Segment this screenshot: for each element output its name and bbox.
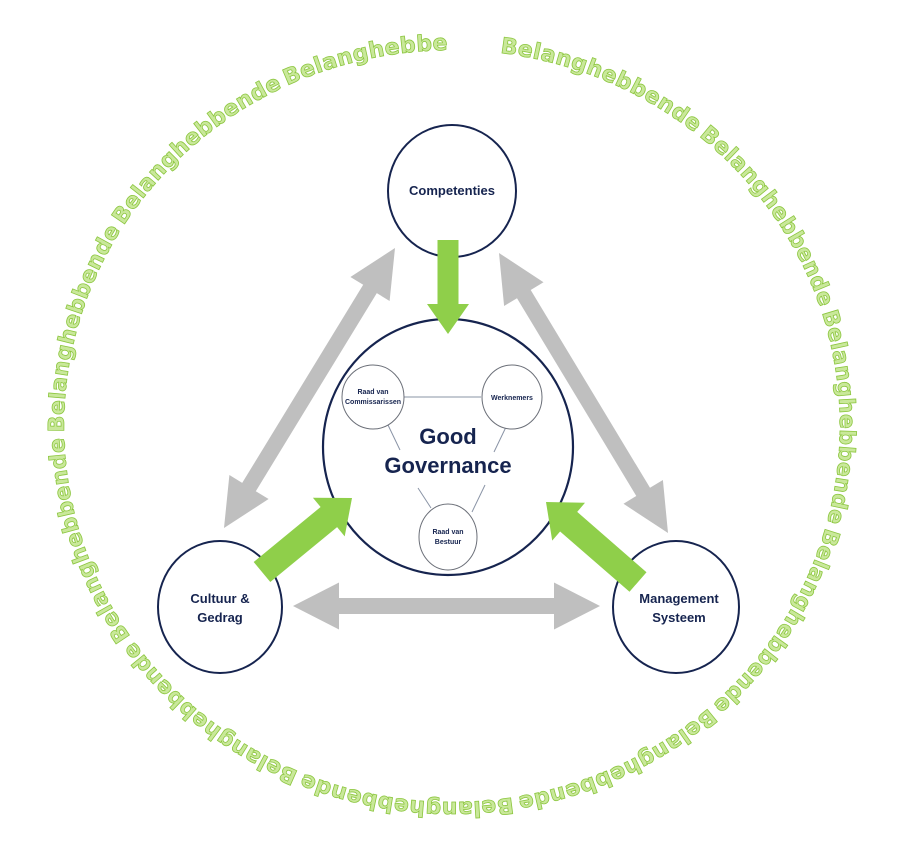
ring-word-belanghebbende: Belanghebbende: [816, 307, 859, 527]
gray-arrow-left-right: [293, 582, 600, 630]
gray-arrow-top-right: [499, 253, 668, 533]
inner-link-rvc-rvb-2: [417, 487, 432, 509]
label-good: Good: [419, 424, 476, 449]
green-arrow-management-to-center: [546, 502, 647, 592]
ring-word-belanghebbende: Belanghebbende: [108, 71, 285, 229]
label-rvb-line1: Raad van: [432, 529, 463, 536]
node-cultuur-gedrag: [157, 540, 283, 674]
label-cultuur-line2: Gedrag: [197, 610, 243, 625]
ring-word-belanghebbende: Belanghebbende: [516, 703, 720, 815]
ring-word-belanghebbende: Belanghebbende: [695, 121, 838, 310]
inner-link-werknemers-rvb-2: [471, 484, 486, 513]
ring-word-path: Belanghebbende: [516, 703, 721, 816]
ring-word-path: Belanghebbende: [695, 121, 839, 310]
gray-arrow-top-left: [224, 248, 395, 528]
ring-word-path: Belanghebbende: [107, 70, 285, 229]
ring-word-path: Belanghebbende: [296, 767, 515, 821]
inner-link-werknemers-rvb: [493, 426, 507, 453]
label-cultuur-line1: Cultuur &: [190, 591, 249, 606]
gray-arrows: [224, 248, 668, 630]
label-management-line1: Management: [639, 591, 719, 606]
label-werknemers: Werknemers: [491, 395, 533, 402]
ring-word-path: Belanghebbende: [45, 437, 136, 648]
label-rvb-line2: Bestuur: [435, 539, 462, 546]
inner-node-raad-van-bestuur: [418, 503, 478, 571]
ring-word-path: Belanghebbende: [816, 307, 859, 528]
label-rvc-line1: Raad van: [357, 389, 388, 396]
inner-link-rvc-rvb: [387, 424, 401, 451]
ring-word-path: Belanghebbende: [499, 34, 707, 138]
label-governance: Governance: [384, 453, 511, 478]
green-arrow-cultuur-to-center: [253, 497, 352, 582]
ring-word-path: Belanghebbende: [0, 0, 448, 91]
label-rvc-line2: Commissarissen: [345, 399, 401, 406]
ring-word-belanghebbende: Belanghebbende: [296, 768, 515, 821]
inner-node-werknemers: [481, 364, 543, 430]
ring-word-belanghebbende: Belanghebbende: [0, 0, 448, 91]
green-arrow-competenties-to-center: [427, 240, 469, 334]
ring-word-belanghebbende: Belanghebbende: [45, 437, 135, 647]
green-arrows: [253, 240, 647, 592]
ring-word-path: Belanghebbende: [45, 220, 127, 433]
ring-word-belanghebbende: Belanghebbende: [45, 220, 126, 432]
label-competenties: Competenties: [409, 183, 495, 198]
label-management-line2: Systeem: [652, 610, 705, 625]
inner-node-raad-van-commissarissen: [341, 364, 405, 430]
ring-word-belanghebbende: Belanghebbende: [499, 34, 706, 138]
